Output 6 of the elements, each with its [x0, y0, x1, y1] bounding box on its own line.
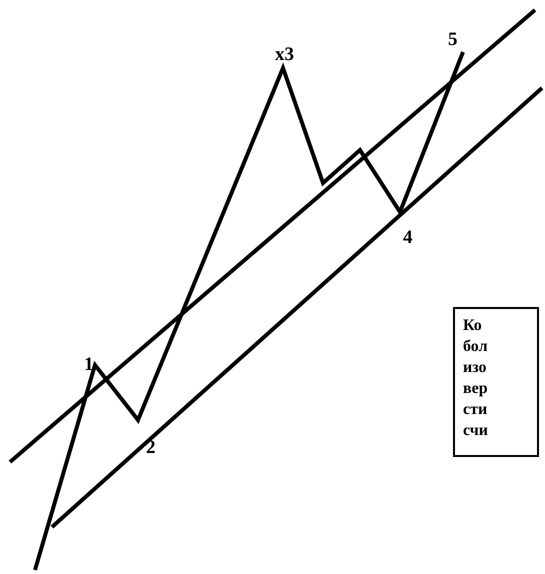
wave-point-label: 1: [84, 355, 94, 375]
wave-point-label: 4: [403, 228, 412, 248]
note-text: Ко бол изо вер сти счи: [463, 316, 490, 441]
wave-point-label: x3: [275, 45, 294, 65]
note-box: [453, 307, 539, 457]
wave-point-label: 5: [448, 30, 458, 50]
